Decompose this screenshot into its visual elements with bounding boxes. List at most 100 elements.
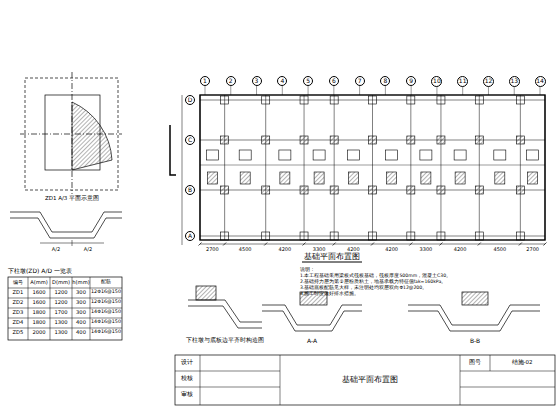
axis-bubble: A (185, 231, 195, 241)
table-cell: ZD3 (13, 310, 24, 315)
axis-number: 9 (409, 78, 413, 84)
pile-cap (455, 172, 465, 184)
axis-bubble: 7 (355, 76, 365, 86)
axis-number: 14 (536, 78, 544, 84)
dimension: 2700 (526, 247, 539, 252)
plan-line (308, 86, 309, 95)
dimension: 4200 (385, 247, 398, 252)
flush-detail (188, 300, 262, 328)
table-cell: 12Φ16@150 (91, 290, 121, 295)
table-cell: 1200 (54, 300, 67, 305)
plan-line (411, 86, 412, 95)
table-header: 编号 (13, 280, 23, 285)
pile-cap (407, 186, 415, 194)
table-cell: 12Φ16@150 (91, 300, 121, 305)
pile-cap (262, 232, 270, 240)
center-line (20, 134, 122, 135)
dimension: 4200 (347, 247, 360, 252)
pile-cap (386, 150, 398, 160)
plan-line (230, 86, 231, 95)
pile-cap (420, 150, 432, 160)
plan-line (282, 86, 283, 95)
dimension-tick (72, 240, 73, 246)
pile-cap (206, 150, 218, 160)
table-title: 下柱墩(ZD) A/D 一览表 (8, 268, 72, 274)
plan-line (334, 95, 335, 240)
axis-number: 7 (358, 78, 362, 84)
axis-bubble: 3 (252, 76, 262, 86)
axis-bubble: 13 (509, 76, 520, 87)
pile-cap (221, 232, 229, 240)
table-grid (8, 277, 122, 340)
section-b (408, 305, 540, 331)
pile-cap (330, 232, 338, 240)
table-cell: 400 (76, 330, 86, 335)
zd-section (10, 212, 122, 238)
plan-line (256, 86, 257, 95)
dimension: 3300 (313, 247, 326, 252)
dimension: 3300 (420, 247, 433, 252)
drawing-number: 结施-02 (512, 360, 533, 366)
dimension: 2700 (206, 247, 219, 252)
axis-number: 12 (485, 78, 493, 84)
axis-number: 1 (203, 78, 207, 84)
title-underline (302, 262, 362, 263)
section-mark (170, 125, 176, 175)
pile-cap (494, 150, 506, 160)
dimension: A/2 (52, 247, 60, 252)
axis-number: 5 (306, 78, 310, 84)
dimension: A/2 (84, 247, 92, 252)
plan-line (520, 95, 521, 240)
table-cell: 1300 (54, 320, 67, 325)
axis-number: 6 (332, 78, 336, 84)
axis-bubble: C (185, 135, 195, 145)
plan-line (540, 86, 541, 95)
axis-bubble: 9 (406, 76, 416, 86)
plan-line (440, 95, 441, 240)
note: 2.基础持力层为第②层粉质粘土，地基承载力特征值fak=160kPa。 (300, 280, 446, 285)
pile-cap (407, 96, 415, 104)
table-cell: ZD4 (13, 320, 24, 325)
plan-line (436, 86, 437, 95)
axis-bubble: 10 (431, 76, 442, 87)
pile-cap (221, 136, 229, 144)
table-cell: ZD1 (13, 290, 24, 295)
plan-line (304, 95, 305, 240)
plan-line (514, 86, 515, 95)
plan-line (265, 95, 266, 240)
column-stub (462, 292, 488, 305)
title-block-grid (175, 355, 555, 405)
pile-cap (516, 96, 524, 104)
axis-dim-line (182, 95, 183, 245)
pile-cap (475, 96, 483, 104)
pile-cap (330, 96, 338, 104)
pile-cap (330, 136, 338, 144)
plan-line (545, 95, 546, 240)
axis-bubble: 1 (200, 76, 210, 86)
table-cell: 14Φ16@150 (91, 320, 121, 325)
plan-line (359, 86, 360, 95)
axis-bubble: 12 (483, 76, 494, 87)
table-cell: 1300 (54, 330, 67, 335)
table-cell: 2000 (32, 330, 45, 335)
pile-cap (221, 186, 229, 194)
table-cell: 400 (76, 320, 86, 325)
pile-cap (454, 150, 466, 160)
title-block (175, 355, 555, 405)
table-cell: 300 (76, 310, 86, 315)
pile-cap (495, 172, 505, 184)
pile-cap (437, 96, 445, 104)
section-title: A-A (307, 338, 317, 344)
pile-cap (437, 186, 445, 194)
axis-bubble: 6 (329, 76, 339, 86)
pile-cap (279, 150, 291, 160)
axis-number: 11 (459, 78, 467, 84)
note: 3.基础底板配筋见大样，未注明处均双层双向Φ12@200。 (300, 286, 427, 291)
column-stub (196, 286, 216, 300)
axis-number: D (188, 97, 193, 103)
pile-cap (221, 96, 229, 104)
axis-number: 13 (510, 78, 518, 84)
table-cell: 1800 (32, 310, 45, 315)
plan-line (372, 95, 373, 240)
